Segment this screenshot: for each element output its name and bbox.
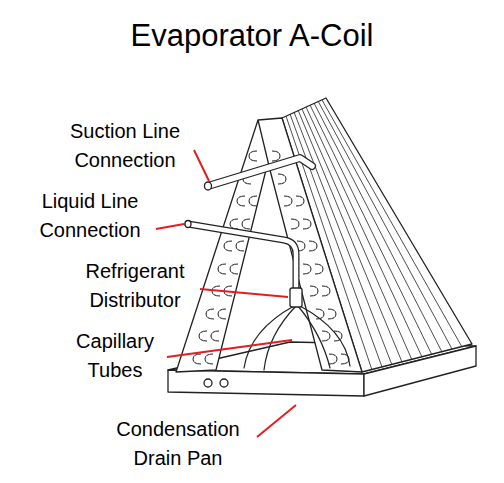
capillary-tubes <box>244 306 350 370</box>
coil-edge <box>258 120 270 170</box>
leader-line <box>167 340 292 357</box>
liquid-line <box>188 224 296 290</box>
part-label: Refrigerant Distributor <box>60 257 210 315</box>
drain-hole <box>204 379 212 387</box>
refrigerant-piping <box>188 158 350 370</box>
liquid-line <box>188 224 296 290</box>
suction-line <box>208 158 312 186</box>
part-label: Liquid Line Connection <box>20 187 160 245</box>
drain-pan-front <box>168 370 364 396</box>
pipe-end <box>185 221 191 228</box>
pipe-end <box>205 182 212 190</box>
part-label: Suction Line Connection <box>50 117 200 175</box>
diagram-title: Evaporator A-Coil <box>0 18 504 54</box>
part-label: Capillary Tubes <box>55 327 175 385</box>
distributor-body <box>290 288 302 307</box>
coil-hairpins <box>193 151 349 364</box>
drain-hole <box>220 379 228 387</box>
part-label: Condensation Drain Pan <box>98 415 258 473</box>
leader-line <box>156 224 184 229</box>
leader-line <box>194 150 209 181</box>
suction-line <box>208 158 312 186</box>
coil-body <box>168 98 476 396</box>
leader-line <box>257 405 296 437</box>
leader-line <box>200 289 288 297</box>
coil-a-frame <box>176 118 362 372</box>
